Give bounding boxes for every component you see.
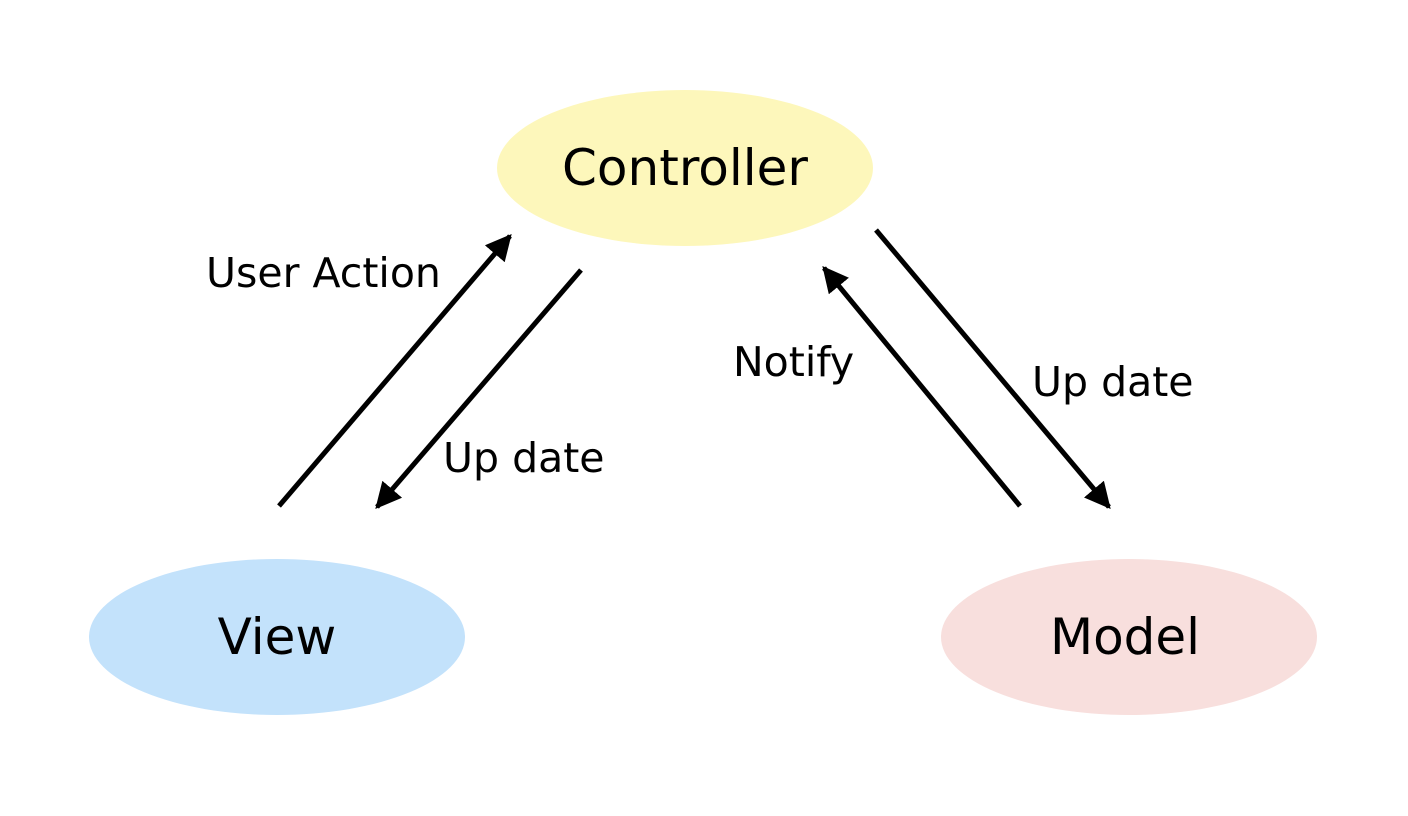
arrow-controller-to-model	[874, 228, 1111, 509]
model-ellipse	[941, 559, 1317, 715]
arrow-view-to-controller	[277, 234, 512, 508]
controller-node[interactable]: Controller	[497, 90, 873, 246]
label-controller-to-model-update: Up date	[1032, 358, 1194, 406]
arrow-model-to-controller	[822, 265, 1022, 508]
view-label: View	[218, 608, 337, 666]
controller-ellipse	[497, 90, 873, 246]
label-controller-to-view-update: Up date	[443, 434, 605, 482]
controller-label: Controller	[562, 139, 808, 197]
model-node[interactable]: Model	[941, 559, 1317, 715]
label-notify: Notify	[733, 338, 854, 386]
view-node[interactable]: View	[89, 559, 465, 715]
view-ellipse	[89, 559, 465, 715]
arrow-controller-to-view	[375, 268, 583, 509]
model-label: Model	[1050, 608, 1200, 666]
label-user-action: User Action	[206, 249, 441, 297]
